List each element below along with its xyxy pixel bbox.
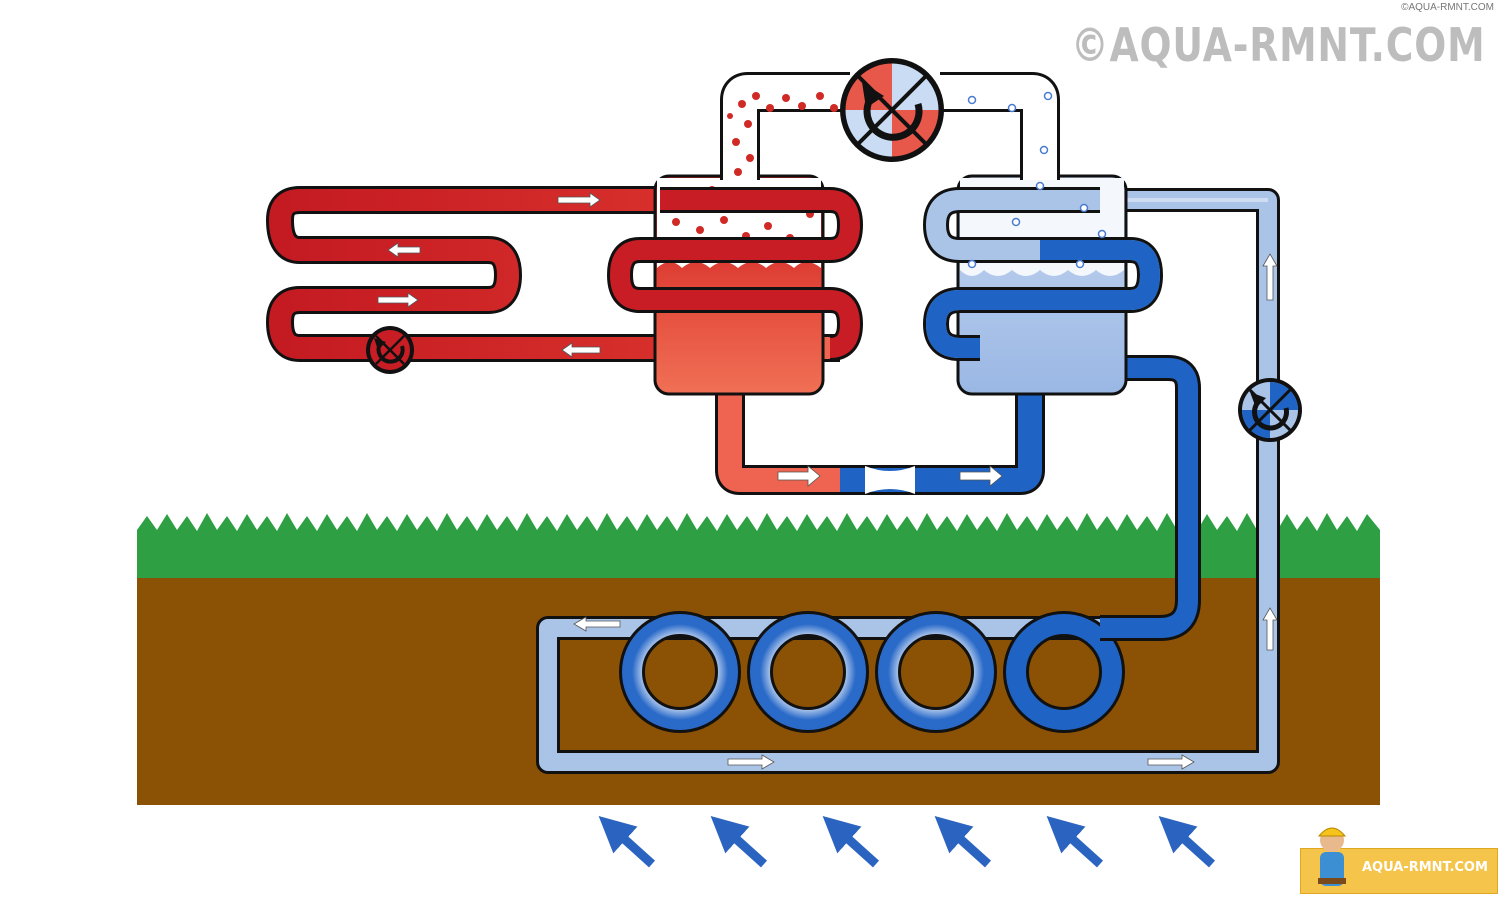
flow-arrow-icon	[777, 465, 821, 487]
coil	[1003, 611, 1125, 733]
flow-arrow-icon	[959, 465, 1003, 487]
flow-arrow-icon	[1262, 607, 1278, 651]
evaporator-return-pipe	[980, 355, 1201, 641]
pump-icon	[1238, 378, 1302, 442]
heat-arrow-icon	[822, 815, 880, 868]
site-badge[interactable]: AQUA-RMNT.COM	[1300, 826, 1498, 896]
flow-arrow-icon	[727, 754, 775, 770]
badge-text: AQUA-RMNT.COM	[1362, 860, 1488, 875]
ground-coils	[619, 611, 1160, 733]
flow-arrow-icon	[377, 292, 419, 308]
evaporator	[922, 72, 1164, 396]
coil	[747, 611, 869, 733]
compressor-icon	[840, 58, 944, 162]
heat-arrow-icon	[1046, 815, 1104, 868]
heat-arrow-icon	[598, 815, 656, 868]
worker-icon	[1317, 827, 1347, 886]
watermark-main: ©AQUA-RMNT.COM	[1071, 18, 1486, 72]
heat-arrow-icon	[710, 815, 768, 868]
condenser	[606, 72, 864, 495]
flow-arrows	[377, 192, 1278, 770]
heating-circuit	[266, 186, 840, 362]
watermark-small: ©AQUA-RMNT.COM	[1401, 2, 1494, 13]
heat-arrow-icon	[1158, 815, 1216, 868]
flow-arrow-icon	[387, 242, 421, 258]
flow-arrow-icon	[1147, 754, 1195, 770]
flow-arrow-icon	[1262, 253, 1278, 301]
heat-arrow-icon	[934, 815, 992, 868]
flow-arrow-icon	[573, 616, 621, 632]
coil	[619, 611, 741, 733]
flow-arrow-icon	[557, 192, 601, 208]
pump-icon	[366, 326, 414, 374]
coil	[875, 611, 997, 733]
earth-heat-arrows	[598, 815, 1216, 868]
flow-arrow-icon	[561, 342, 601, 358]
